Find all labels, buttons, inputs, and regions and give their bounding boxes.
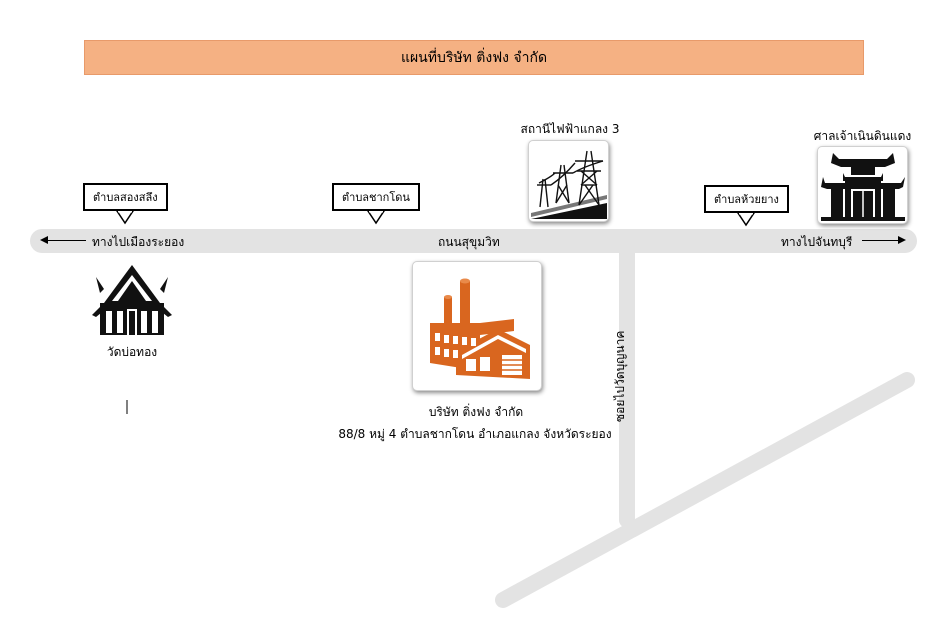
- power-station-label: สถานีไฟฟ้าแกลง 3: [520, 122, 620, 136]
- shrine-card: [817, 146, 908, 224]
- power-station-card: [528, 140, 609, 222]
- factory-card: [412, 261, 542, 391]
- temple-label: วัดบ่อทอง: [106, 345, 158, 359]
- company-address-label: 88/8 หมู่ 4 ตำบลชากโดน อำเภอแกลง จังหวัด…: [338, 427, 612, 441]
- map-title-bar: แผนที่บริษัท ติ่งฟง จำกัด: [84, 40, 864, 75]
- callout-song-salueng-label: ตำบลสองสลึง: [83, 183, 168, 211]
- main-road: [30, 229, 917, 253]
- factory-icon: [430, 278, 530, 379]
- right-arrow-line: [862, 240, 900, 241]
- side-road-diagonal: [495, 372, 915, 608]
- side-road-label: ซอยไปวัดบุญนาค: [613, 330, 627, 422]
- thai-temple-icon: [92, 265, 172, 335]
- power-tower-icon: [530, 150, 607, 219]
- company-name-label: บริษัท ติ่งฟง จำกัด: [428, 405, 524, 419]
- callout-huai-yang-label: ตำบลห้วยยาง: [704, 185, 789, 213]
- callout-song-salueng: ตำบลสองสลึง: [83, 183, 168, 225]
- right-arrow-icon: [898, 236, 906, 244]
- shrine-label: ศาลเจ้าเนินดินแดง: [813, 129, 912, 143]
- callout-pointer-icon: [367, 211, 385, 225]
- callout-pointer-icon: [737, 213, 756, 227]
- callout-chak-don-label: ตำบลชากโดน: [332, 183, 420, 211]
- left-arrow-icon: [40, 236, 48, 244]
- to-chanthaburi-label: ทางไปจันทบุรี: [781, 235, 853, 249]
- callout-pointer-icon: [116, 211, 135, 225]
- main-road-label: ถนนสุขุมวิท: [438, 235, 500, 249]
- chinese-gate-icon: [820, 153, 905, 221]
- to-rayong-label: ทางไปเมืองระยอง: [92, 235, 185, 249]
- left-arrow-line: [46, 240, 86, 241]
- map-title: แผนที่บริษัท ติ่งฟง จำกัด: [400, 49, 548, 66]
- temple-card: [90, 263, 174, 335]
- callout-huai-yang: ตำบลห้วยยาง: [704, 185, 789, 227]
- callout-chak-don: ตำบลชากโดน: [332, 183, 420, 225]
